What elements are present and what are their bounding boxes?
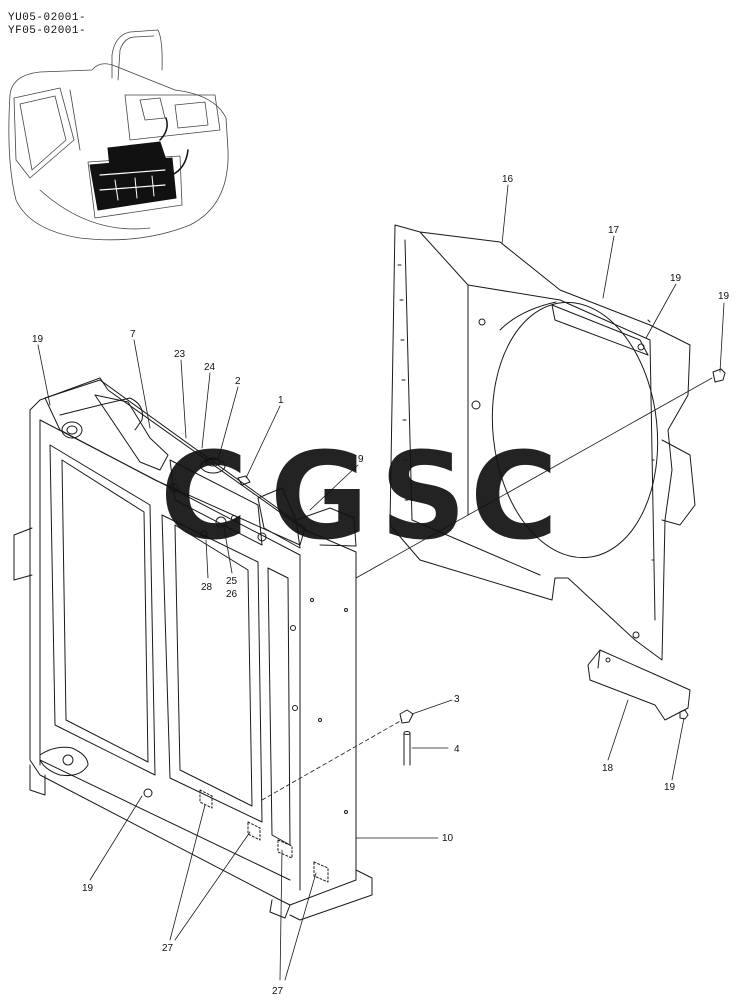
assembly-lines	[261, 377, 713, 801]
callout-9: 9	[358, 454, 364, 465]
callout-19: 19	[718, 291, 730, 302]
watermark: C G S C	[160, 428, 558, 567]
callout-2: 2	[235, 376, 241, 387]
callout-27: 27	[162, 943, 174, 954]
drain-hose	[399, 709, 414, 766]
callout-24: 24	[204, 362, 216, 373]
callout-27: 27	[272, 986, 284, 997]
callout-4: 4	[454, 744, 460, 755]
callout-16: 16	[502, 174, 514, 185]
radiator-highlight-in-thumbnail	[89, 117, 189, 211]
callout-19: 19	[664, 782, 676, 793]
callout-28: 28	[201, 582, 213, 593]
model-code-2: YF05-02001-	[8, 25, 87, 37]
watermark-letter-1: C	[160, 428, 248, 567]
callout-7: 7	[130, 329, 136, 340]
callout-18: 18	[602, 763, 614, 774]
callout-labels: 16 17 19 19 19 7 23 24 2 1 9 28 25 26 3 …	[32, 174, 730, 997]
fan-shroud	[389, 224, 696, 661]
callout-19: 19	[32, 334, 44, 345]
callout-26: 26	[226, 589, 238, 600]
watermark-letter-2: G	[270, 428, 369, 567]
callout-19: 19	[670, 273, 682, 284]
callout-25: 25	[226, 576, 238, 587]
callout-1: 1	[278, 395, 284, 406]
callout-23: 23	[174, 349, 186, 360]
callout-10: 10	[442, 833, 454, 844]
model-code-1: YU05-02001-	[8, 12, 87, 24]
machine-overview-thumbnail	[8, 29, 229, 241]
callout-3: 3	[454, 694, 460, 705]
upper-tank	[44, 379, 357, 549]
callout-19: 19	[82, 883, 94, 894]
shroud-bolt	[637, 343, 726, 383]
lower-guard-plate	[587, 649, 691, 721]
leader-lines	[37, 184, 725, 981]
watermark-letter-4: C	[470, 428, 558, 567]
watermark-letter-3: S	[380, 428, 466, 567]
callout-17: 17	[608, 225, 620, 236]
